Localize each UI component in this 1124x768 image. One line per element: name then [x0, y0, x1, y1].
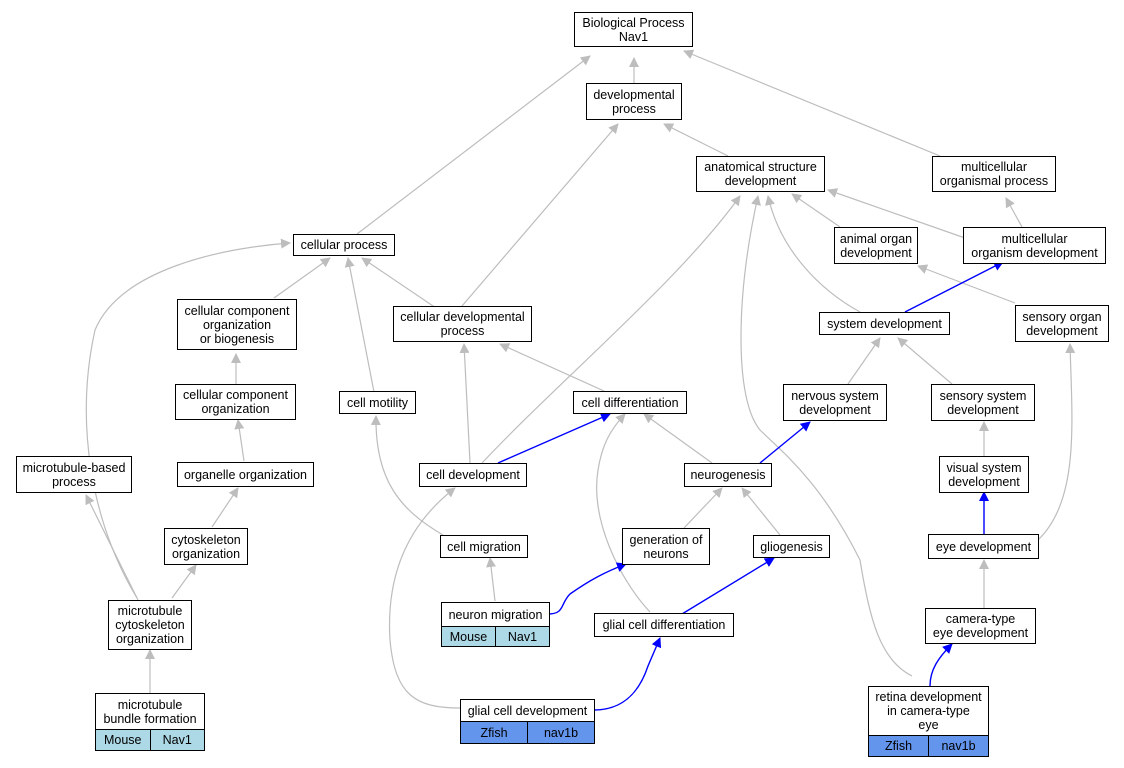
edge [85, 238, 291, 599]
gene-cell: Nav1 [495, 627, 549, 646]
edge-highlight [547, 562, 627, 615]
edge [356, 55, 591, 235]
species-cell: Mouse [449, 629, 488, 644]
node-cell-development[interactable]: cell development [419, 463, 527, 487]
edge [171, 564, 197, 599]
edge [1005, 197, 1023, 228]
gene-cell: Nav1 [149, 730, 205, 750]
edge [897, 337, 953, 385]
node-microtubule-based-process[interactable]: microtubule-based process [16, 456, 132, 493]
node-cytoskeleton-organization[interactable]: cytoskeleton organization [164, 528, 248, 565]
node-cellular-component-organization[interactable]: cellular component organization [175, 384, 296, 420]
species-cell: Mouse [103, 733, 142, 747]
edge [344, 257, 375, 393]
node-camera-type-eye-development[interactable]: camera-type eye development [925, 608, 1036, 644]
gene-row-retina-development[interactable]: Zfish nav1b [868, 735, 989, 757]
node-organelle-organization[interactable]: organelle organization [177, 462, 314, 487]
edge-highlight [681, 557, 775, 615]
node-biological-process[interactable]: Biological Process Nav1 [574, 12, 693, 47]
node-system-development[interactable]: system development [819, 312, 950, 335]
edge [499, 343, 605, 392]
gene-cell: nav1b [527, 722, 594, 743]
node-nervous-system-development[interactable]: nervous system development [783, 384, 887, 421]
node-microtubule-bundle-formation[interactable]: microtubule bundle formation [95, 693, 205, 730]
node-glial-cell-differentiation[interactable]: glial cell differentiation [594, 613, 734, 637]
node-microtubule-cytoskeleton-organization[interactable]: microtubule cytoskeleton organization [108, 600, 192, 650]
edge [791, 193, 841, 228]
node-neuron-migration[interactable]: neuron migration [441, 602, 550, 627]
node-eye-development[interactable]: eye development [928, 534, 1039, 559]
node-retina-development-in-camera-type-eye[interactable]: retina development in camera-type eye [868, 686, 989, 736]
edge [683, 49, 941, 157]
node-generation-of-neurons[interactable]: generation of neurons [622, 528, 710, 565]
edge-highlight [929, 643, 953, 687]
node-cell-differentiation[interactable]: cell differentiation [573, 391, 687, 414]
edge [486, 557, 497, 602]
gene-row-glial-cell-development[interactable]: Zfish nav1b [460, 721, 595, 744]
gene-row-neuron-migration[interactable]: Mouse Nav1 [441, 626, 550, 647]
edge [361, 257, 437, 309]
edge [370, 415, 444, 536]
edge [740, 195, 913, 677]
gene-cell: nav1b [928, 736, 988, 756]
node-sensory-organ-development[interactable]: sensory organ development [1015, 305, 1109, 342]
edge [765, 195, 861, 313]
edges-grey [85, 49, 1076, 709]
node-cellular-process[interactable]: cellular process [293, 234, 395, 256]
edge [461, 123, 619, 307]
species-cell: Zfish [884, 739, 913, 753]
node-animal-organ-development[interactable]: animal organ development [834, 227, 918, 264]
edge-highlight [759, 421, 811, 464]
node-visual-system-development[interactable]: visual system development [939, 456, 1029, 493]
gene-row-microtubule-bundle-formation[interactable]: Mouse Nav1 [95, 729, 205, 751]
edge [211, 487, 239, 528]
edge [85, 494, 139, 601]
edge-highlight [497, 413, 611, 464]
edge [683, 487, 723, 529]
edge [847, 337, 881, 385]
edge [481, 195, 741, 464]
node-cellular-component-organization-or-biogenesis[interactable]: cellular component organization or bioge… [177, 299, 297, 350]
node-anatomical-structure-development[interactable]: anatomical structure development [696, 156, 825, 192]
node-cell-migration[interactable]: cell migration [440, 535, 528, 558]
edge [596, 413, 651, 613]
node-multicellular-organismal-process[interactable]: multicellular organismal process [932, 156, 1056, 192]
edges-blue [497, 261, 1004, 711]
edge [643, 413, 713, 464]
edge [459, 343, 471, 464]
edge [663, 123, 729, 157]
node-neurogenesis[interactable]: neurogenesis [684, 463, 772, 487]
node-cell-motility[interactable]: cell motility [339, 391, 416, 414]
edge [1037, 343, 1076, 541]
edge-highlight [904, 261, 1004, 313]
edge [388, 487, 461, 709]
edge [917, 264, 1016, 304]
node-glial-cell-development[interactable]: glial cell development [460, 699, 595, 722]
edge [741, 487, 781, 536]
node-developmental-process[interactable]: developmental process [586, 83, 682, 120]
node-sensory-system-development[interactable]: sensory system development [931, 384, 1035, 421]
edge [273, 257, 331, 299]
node-gliogenesis[interactable]: gliogenesis [753, 535, 830, 558]
node-cellular-developmental-process[interactable]: cellular developmental process [393, 306, 532, 342]
node-multicellular-organism-development[interactable]: multicellular organism development [963, 227, 1106, 264]
edge [234, 419, 245, 462]
species-cell: Zfish [480, 725, 508, 740]
edge [827, 188, 966, 239]
edge-highlight [593, 637, 662, 711]
